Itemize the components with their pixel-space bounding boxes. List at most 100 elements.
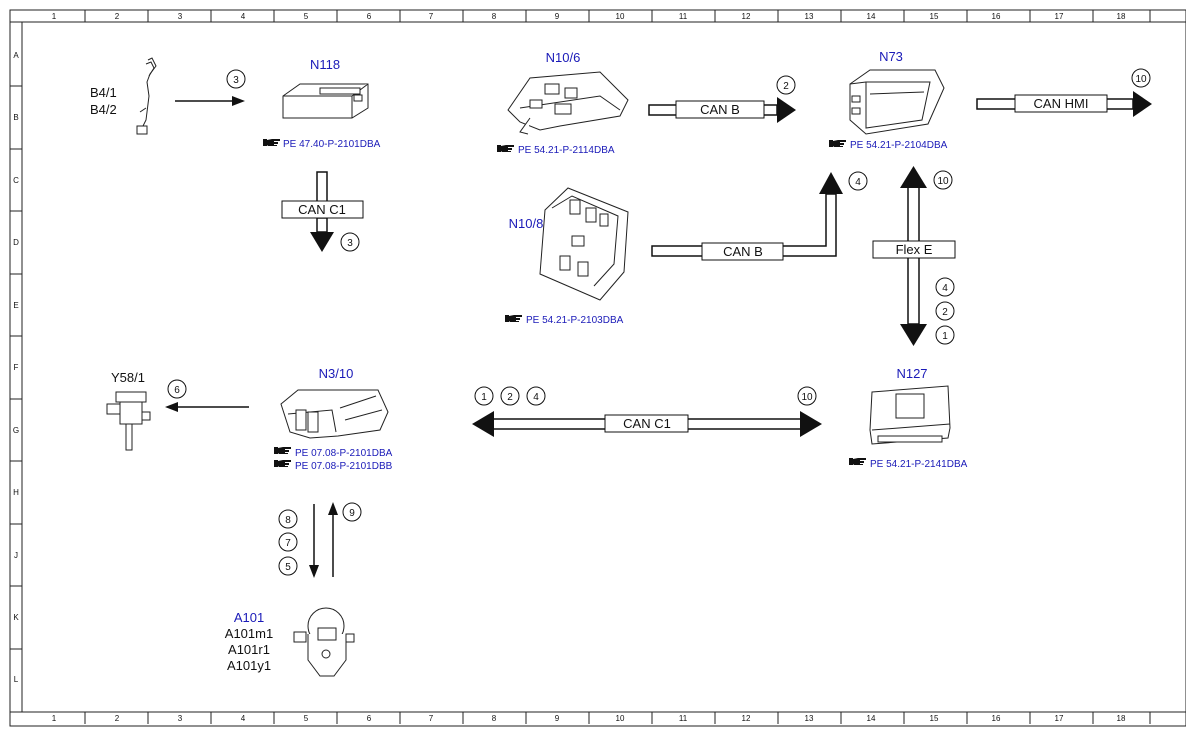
b4-2-label: B4/2 bbox=[90, 102, 117, 117]
column-label: 18 bbox=[1117, 12, 1126, 21]
n127-label: N127 bbox=[896, 366, 927, 381]
column-label: 3 bbox=[178, 714, 183, 723]
column-label: 17 bbox=[1055, 12, 1064, 21]
module-icon bbox=[280, 389, 389, 439]
n73-label: N73 bbox=[879, 49, 903, 64]
pointing-hand-icon bbox=[274, 460, 291, 467]
sensor-icon bbox=[136, 57, 157, 135]
pointing-hand-icon bbox=[274, 447, 291, 454]
bus-flex-e: Flex E bbox=[872, 166, 956, 346]
column-label: 5 bbox=[304, 714, 309, 723]
b4-1-label: B4/1 bbox=[90, 85, 117, 100]
row-label: H bbox=[13, 488, 19, 497]
doc-reference-n10-8: PE 54.21-P-2103DBA bbox=[505, 315, 624, 326]
a101y1-label: A101y1 bbox=[227, 658, 271, 673]
svg-text:3: 3 bbox=[233, 75, 239, 86]
svg-text:4: 4 bbox=[533, 392, 539, 403]
column-label: 10 bbox=[616, 12, 625, 21]
column-label: 8 bbox=[492, 714, 497, 723]
a101r1-label: A101r1 bbox=[228, 642, 270, 657]
doc-reference-n118: PE 47.40-P-2101DBA bbox=[263, 139, 381, 150]
svg-text:CAN C1: CAN C1 bbox=[623, 416, 671, 431]
signal-badge: 1 bbox=[474, 386, 494, 406]
svg-text:5: 5 bbox=[285, 562, 291, 573]
drawing-frame bbox=[9, 9, 1186, 727]
svg-text:10: 10 bbox=[1135, 74, 1147, 85]
signal-badge: 4 bbox=[526, 386, 546, 406]
column-label: 7 bbox=[429, 12, 434, 21]
svg-text:4: 4 bbox=[855, 177, 861, 188]
column-label: 13 bbox=[805, 12, 814, 21]
n10-8-label: N10/8 bbox=[509, 216, 544, 231]
pointing-hand-icon bbox=[829, 140, 846, 147]
column-label: 5 bbox=[304, 12, 309, 21]
signal-badge: 7 bbox=[278, 532, 298, 552]
column-label: 9 bbox=[555, 714, 560, 723]
column-label: 12 bbox=[742, 12, 751, 21]
throttle-actuator-icon bbox=[293, 607, 355, 677]
svg-text:CAN HMI: CAN HMI bbox=[1034, 96, 1089, 111]
column-label: 4 bbox=[241, 12, 246, 21]
column-label: 17 bbox=[1055, 714, 1064, 723]
svg-text:PE 07.08-P-2101DBB: PE 07.08-P-2101DBB bbox=[295, 461, 393, 472]
signal-badge: 6 bbox=[167, 379, 187, 399]
signal-badge: 3 bbox=[340, 232, 360, 252]
svg-text:6: 6 bbox=[174, 385, 180, 396]
n3-10-label: N3/10 bbox=[319, 366, 354, 381]
svg-text:CAN B: CAN B bbox=[700, 102, 740, 117]
signal-badge: 10 bbox=[933, 170, 953, 190]
svg-text:3: 3 bbox=[347, 238, 353, 249]
a101m1-label: A101m1 bbox=[225, 626, 273, 641]
svg-text:10: 10 bbox=[801, 392, 813, 403]
svg-text:2: 2 bbox=[507, 392, 513, 403]
svg-text:7: 7 bbox=[285, 538, 291, 549]
signal-badge: 4 bbox=[848, 171, 868, 191]
column-label: 2 bbox=[115, 12, 120, 21]
n10-6-label: N10/6 bbox=[546, 50, 581, 65]
pointing-hand-icon bbox=[263, 139, 280, 146]
column-label: 1 bbox=[52, 714, 57, 723]
row-label: C bbox=[13, 176, 19, 185]
bus-label-can-c1-top: CAN C1 bbox=[281, 200, 364, 219]
module-icon bbox=[282, 83, 369, 119]
signal-badge: 5 bbox=[278, 556, 298, 576]
column-label: 7 bbox=[429, 714, 434, 723]
column-label: 12 bbox=[742, 714, 751, 723]
signal-badge: 10 bbox=[1131, 68, 1151, 88]
row-label: B bbox=[13, 113, 18, 122]
row-label: E bbox=[13, 301, 18, 310]
column-label: 3 bbox=[178, 12, 183, 21]
svg-text:8: 8 bbox=[285, 515, 291, 526]
module-icon bbox=[539, 187, 629, 301]
svg-text:Flex E: Flex E bbox=[896, 242, 933, 257]
column-label: 11 bbox=[679, 12, 688, 21]
column-label: 16 bbox=[992, 12, 1001, 21]
bus-can-hmi: CAN HMI bbox=[976, 91, 1152, 117]
row-label: A bbox=[13, 51, 19, 60]
module-icon bbox=[869, 385, 951, 445]
column-label: 15 bbox=[930, 12, 939, 21]
svg-text:PE 54.21-P-2141DBA: PE 54.21-P-2141DBA bbox=[870, 459, 968, 470]
row-label: F bbox=[14, 363, 19, 372]
bus-can-c1-main: CAN C1 bbox=[472, 411, 822, 437]
svg-text:PE 47.40-P-2101DBA: PE 47.40-P-2101DBA bbox=[283, 139, 381, 150]
column-labels-bottom: 1 2 3 4 5 6 7 8 9 10 11 12 13 14 15 16 1… bbox=[52, 712, 1151, 724]
svg-text:CAN C1: CAN C1 bbox=[298, 202, 346, 217]
svg-text:10: 10 bbox=[937, 176, 949, 187]
svg-text:9: 9 bbox=[349, 508, 355, 519]
row-label: K bbox=[13, 613, 19, 622]
column-label: 15 bbox=[930, 714, 939, 723]
arrow-n3-10-to-a101 bbox=[309, 504, 319, 578]
signal-badge: 1 bbox=[935, 325, 955, 345]
svg-text:PE 07.08-P-2101DBA: PE 07.08-P-2101DBA bbox=[295, 448, 393, 459]
svg-text:1: 1 bbox=[481, 392, 487, 403]
column-label: 14 bbox=[867, 12, 876, 21]
column-label: 6 bbox=[367, 12, 372, 21]
signal-badge: 2 bbox=[776, 75, 796, 95]
svg-text:PE 54.21-P-2104DBA: PE 54.21-P-2104DBA bbox=[850, 140, 948, 151]
svg-text:1: 1 bbox=[942, 331, 948, 342]
signal-badge: 8 bbox=[278, 509, 298, 529]
svg-text:PE 54.21-P-2103DBA: PE 54.21-P-2103DBA bbox=[526, 315, 624, 326]
row-label: J bbox=[14, 551, 18, 560]
